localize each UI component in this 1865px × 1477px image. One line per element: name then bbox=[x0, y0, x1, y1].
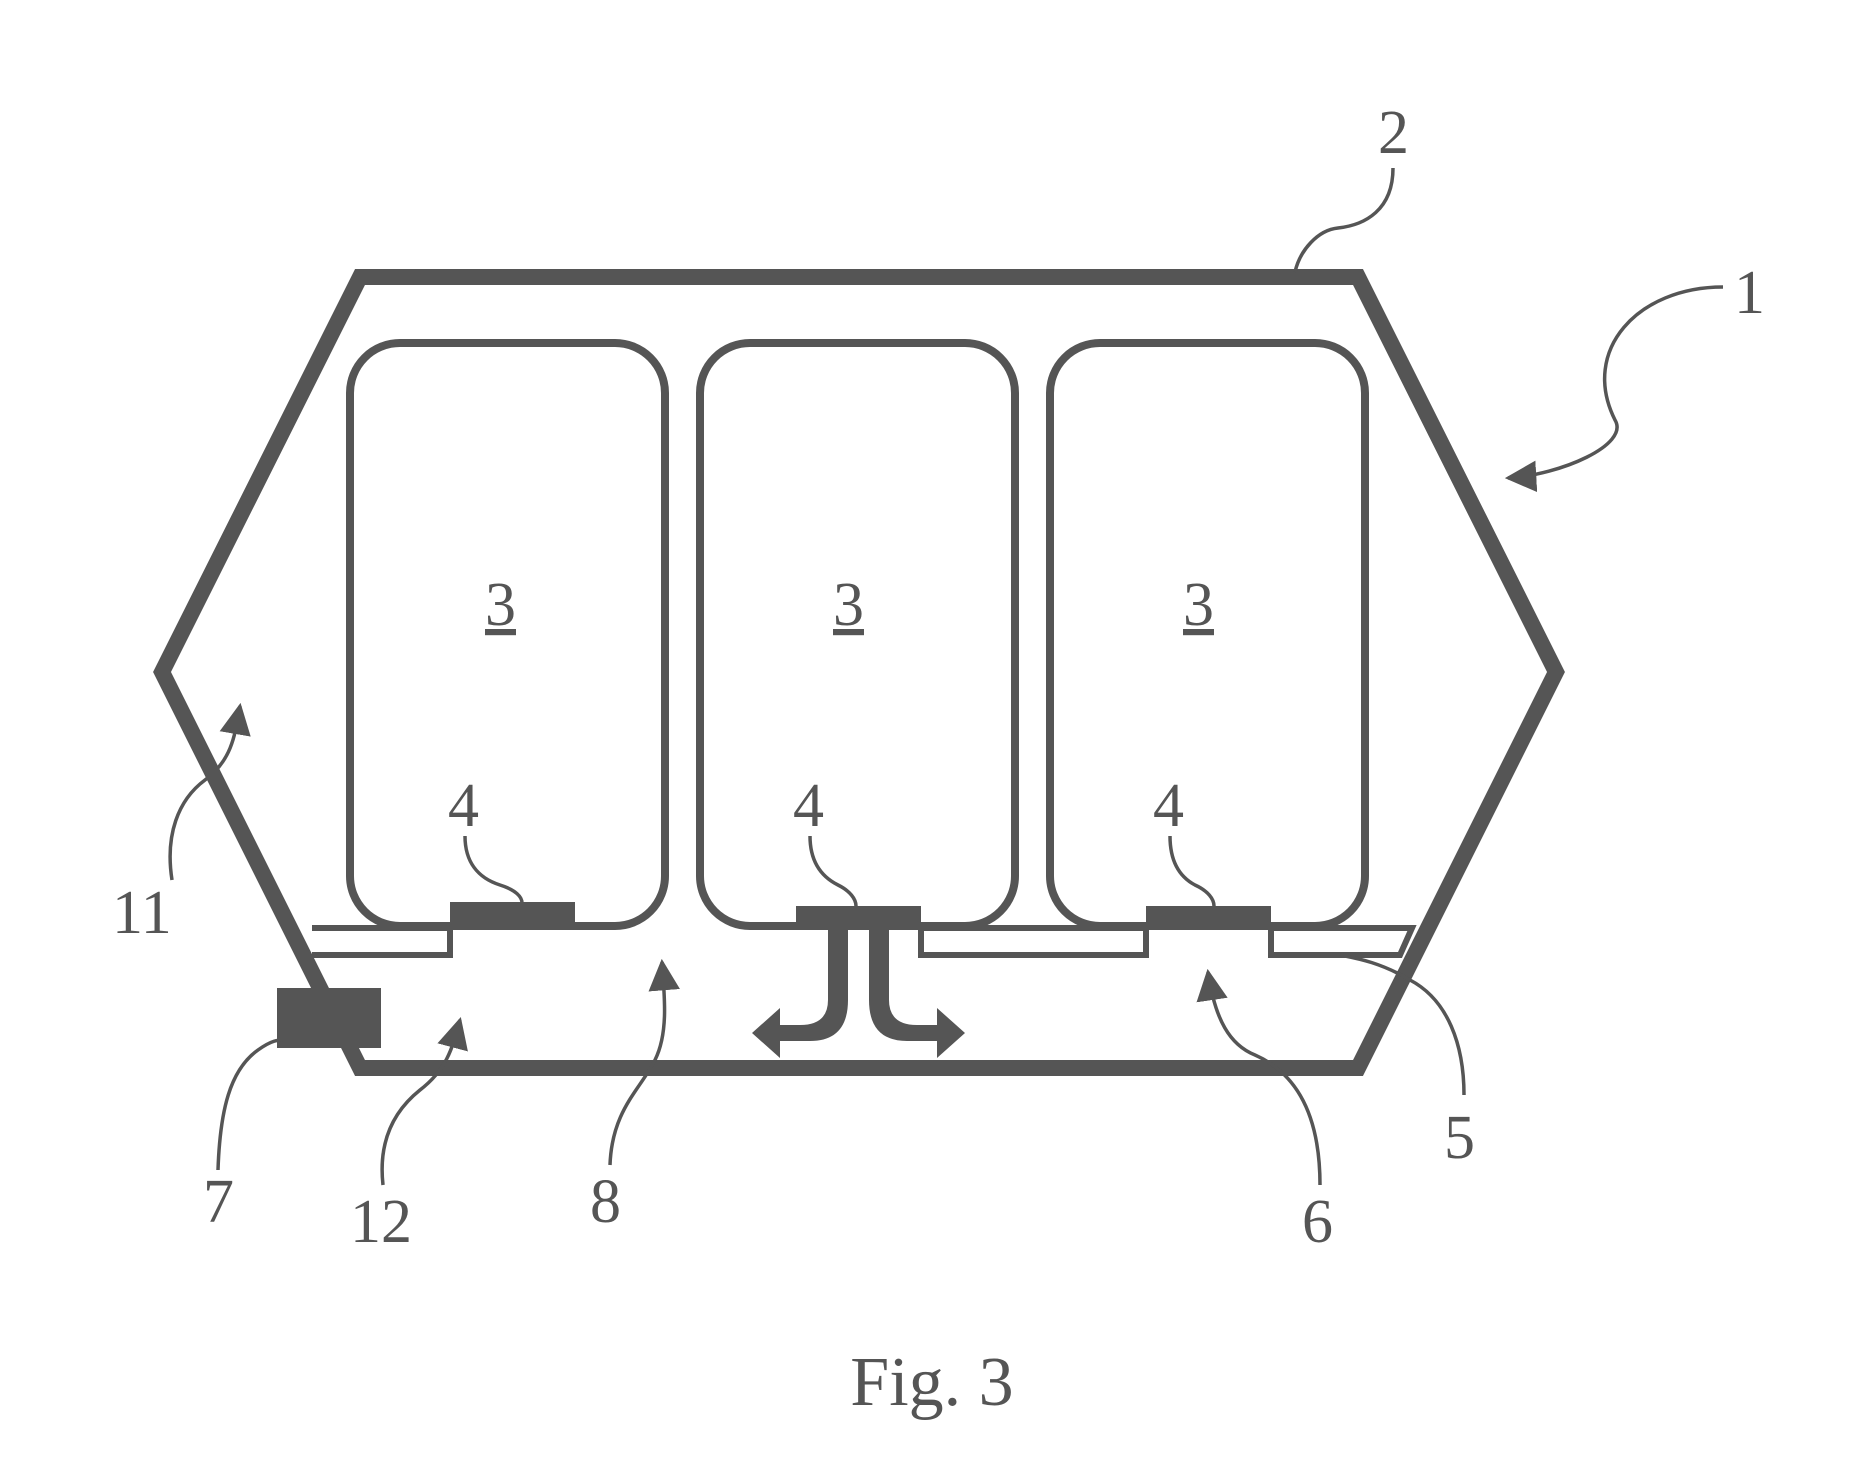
leader-vent-middle bbox=[808, 835, 858, 907]
label-cell-middle: 3 bbox=[833, 571, 864, 639]
vent-right bbox=[1146, 906, 1271, 928]
ref-vent-right: 4 bbox=[1153, 772, 1184, 840]
label-cell-left: 3 bbox=[485, 571, 516, 639]
vent-left bbox=[450, 902, 575, 924]
leader-vent-right bbox=[1168, 835, 1216, 907]
label-cell-right: 3 bbox=[1183, 571, 1214, 639]
ref-vent-middle: 4 bbox=[793, 772, 824, 840]
battery-cell-left bbox=[346, 339, 669, 930]
leader-inner-space bbox=[168, 702, 251, 881]
ref-outlet-block: 7 bbox=[203, 1168, 234, 1236]
leader-housing-overall bbox=[1504, 285, 1724, 493]
vent-middle bbox=[796, 906, 921, 928]
ref-inner-space: 11 bbox=[112, 879, 172, 947]
leader-housing-wall bbox=[1293, 167, 1395, 273]
ref-housing-wall: 2 bbox=[1378, 99, 1409, 167]
leader-outlet-block bbox=[216, 1038, 285, 1171]
vent-flow-arrows bbox=[752, 928, 965, 1058]
leader-channel bbox=[608, 958, 680, 1166]
plate-segment-middle-right bbox=[918, 925, 1149, 958]
housing-outline bbox=[153, 269, 1565, 1076]
leader-vent-left bbox=[463, 835, 524, 904]
ref-channel-opening: 6 bbox=[1302, 1188, 1333, 1256]
leader-lower-chamber bbox=[380, 1016, 468, 1186]
leader-plate bbox=[1339, 953, 1466, 1096]
plate-segment-right bbox=[1268, 925, 1417, 958]
outlet-block bbox=[277, 988, 381, 1048]
plate-segment-left bbox=[312, 925, 453, 958]
ref-lower-chamber: 12 bbox=[350, 1188, 412, 1256]
figure-caption: Fig. 3 bbox=[850, 1344, 1013, 1421]
ref-plate: 5 bbox=[1444, 1104, 1475, 1172]
ref-vent-left: 4 bbox=[448, 772, 479, 840]
ref-channel: 8 bbox=[590, 1168, 621, 1236]
leader-channel-opening bbox=[1196, 968, 1322, 1186]
ref-housing-overall: 1 bbox=[1734, 259, 1765, 327]
